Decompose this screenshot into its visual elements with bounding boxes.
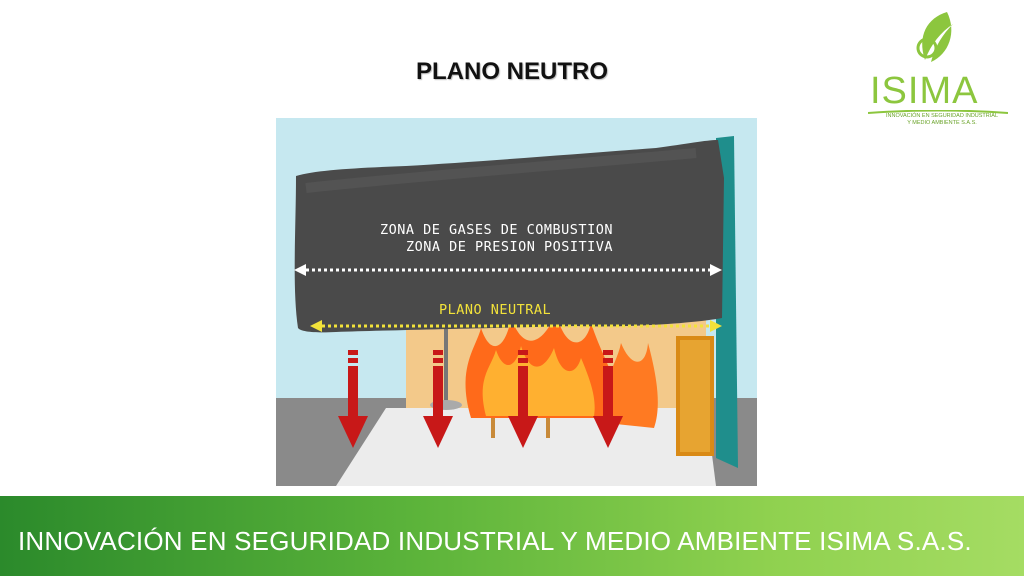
neutral-arrow-left: [310, 320, 322, 332]
footer-banner: INNOVACIÓN EN SEGURIDAD INDUSTRIAL Y MED…: [0, 496, 1024, 576]
pressure-arrow-right: [710, 264, 722, 276]
logo-tagline: INNOVACIÓN EN SEGURIDAD INDUSTRIAL Y MED…: [876, 113, 1008, 127]
footer-text: INNOVACIÓN EN SEGURIDAD INDUSTRIAL Y MED…: [18, 526, 972, 556]
neutral-arrow-right: [710, 320, 722, 332]
neutral-plane-label: PLANO NEUTRAL: [439, 302, 551, 318]
leaf-icon: [916, 12, 953, 62]
logo-tagline-line1: INNOVACIÓN EN SEGURIDAD INDUSTRIAL: [885, 113, 999, 119]
logo-tagline-line2: Y MEDIO AMBIENTE S.A.S.: [907, 120, 977, 126]
slide-title: PLANO NEUTRO: [416, 58, 608, 85]
logo-swoosh: [868, 110, 1008, 114]
airflow-arrow-3: [508, 350, 538, 448]
airflow-arrow-1: [338, 350, 368, 448]
logo-wordmark: ISIMA: [870, 70, 979, 112]
fire: [465, 313, 658, 428]
zone-label-1: ZONA DE GASES DE COMBUSTION: [380, 222, 613, 238]
zone-label-2: ZONA DE PRESION POSITIVA: [406, 239, 613, 255]
airflow-arrow-4: [593, 350, 623, 448]
pressure-arrow-left: [294, 264, 306, 276]
isima-logo: ISIMA INNOVACIÓN EN SEGURIDAD INDUSTRIAL…: [862, 10, 1012, 135]
airflow-arrow-2: [423, 350, 453, 448]
lamp-pole: [444, 328, 448, 408]
smoke-cloud: [294, 140, 724, 333]
neutral-plane-diagram: ZONA DE GASES DE COMBUSTION ZONA DE PRES…: [276, 118, 757, 486]
